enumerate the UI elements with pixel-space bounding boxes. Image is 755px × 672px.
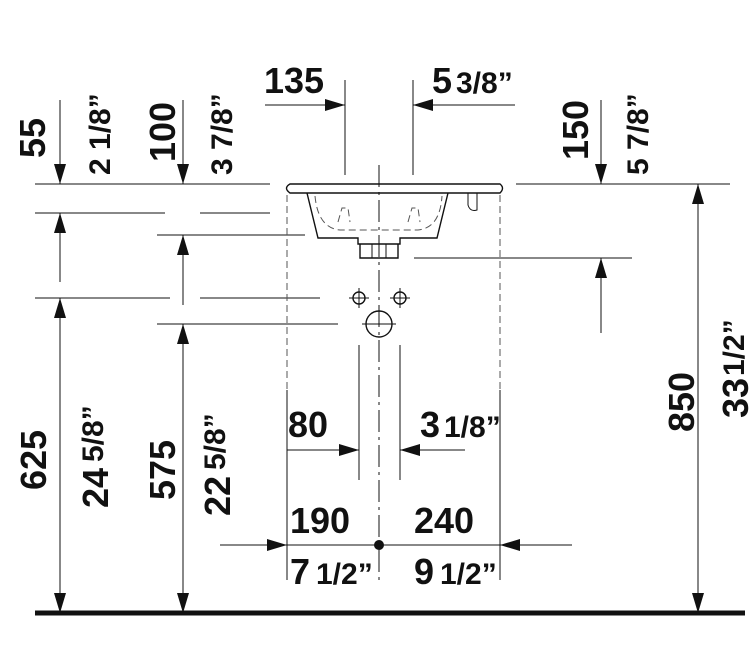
extension-lines: [35, 183, 730, 390]
dim-135-arrow: [325, 99, 345, 111]
dim-22-label: 22: [197, 476, 238, 516]
dim-3-arrow: [400, 444, 420, 456]
dim-55-label: 55: [12, 118, 53, 158]
dim-190-label: 190: [290, 500, 350, 541]
waste-outlet: [359, 244, 399, 259]
basin-bowl-inner: [314, 195, 443, 231]
dim-625-arrow-bottom: [54, 593, 66, 613]
dim-5-arrow: [413, 99, 433, 111]
dim-100-arrow-down: [177, 164, 189, 184]
dim-2-1-8-label: 2 1/8”: [84, 93, 117, 175]
dim-80-label: 80: [288, 404, 328, 445]
dim-625-arrow-top: [54, 298, 66, 318]
dim-575-label: 575: [142, 440, 183, 500]
tap-right: [407, 207, 421, 223]
dim-24-label: 24: [75, 468, 116, 508]
dim-3-7-8-label: 3 7/8”: [206, 93, 239, 175]
dim-850-label: 850: [661, 372, 702, 432]
dim-150-arrow-down: [595, 164, 607, 184]
dim-240-label: 240: [414, 500, 474, 541]
dim-3-8-label: 3/8”: [456, 67, 513, 100]
dim-7-label: 7: [290, 551, 310, 592]
basin-rim: [285, 183, 504, 194]
dim-150-label: 150: [555, 100, 596, 160]
dim-240-arrow: [500, 539, 520, 551]
dim-22-frac-label: 5/8”: [199, 413, 232, 470]
dim-850-arrow-top: [692, 184, 704, 204]
dim-9-label: 9: [414, 551, 434, 592]
dim-1-2-label: 1/2”: [718, 319, 751, 376]
dim-150-arrow-up: [595, 258, 607, 278]
dim-5-label: 5: [432, 60, 452, 101]
dimension-lines: [54, 99, 704, 613]
dim-3-label: 3: [420, 404, 440, 445]
dim-9-frac-label: 1/2”: [440, 558, 497, 591]
dim-7-frac-label: 1/2”: [316, 558, 373, 591]
basin-bowl-outer: [306, 192, 449, 245]
dim-55-arrow-down: [54, 164, 66, 184]
dim-100-arrow-up: [177, 235, 189, 255]
dim-80-arrow: [339, 444, 359, 456]
dim-24-frac-label: 5/8”: [77, 405, 110, 462]
dim-625-label: 625: [13, 430, 54, 490]
dim-190-arrow: [267, 539, 287, 551]
dim-1-8-label: 1/8”: [444, 411, 501, 444]
dim-575-arrow-bottom: [177, 593, 189, 613]
dim-5-7-8-label: 5 7/8”: [622, 93, 655, 175]
tap-left: [337, 207, 351, 223]
dim-100-label: 100: [142, 102, 183, 162]
dim-33-label: 33: [715, 378, 755, 418]
basin-overflow: [467, 193, 478, 211]
dim-575-arrow-top: [177, 324, 189, 344]
dim-850-arrow-bottom: [692, 593, 704, 613]
washbasin: [285, 183, 504, 259]
dim-55-arrow-up: [54, 213, 66, 233]
dim-135-label: 135: [264, 60, 324, 101]
vertical-extension-lines: [286, 80, 501, 580]
